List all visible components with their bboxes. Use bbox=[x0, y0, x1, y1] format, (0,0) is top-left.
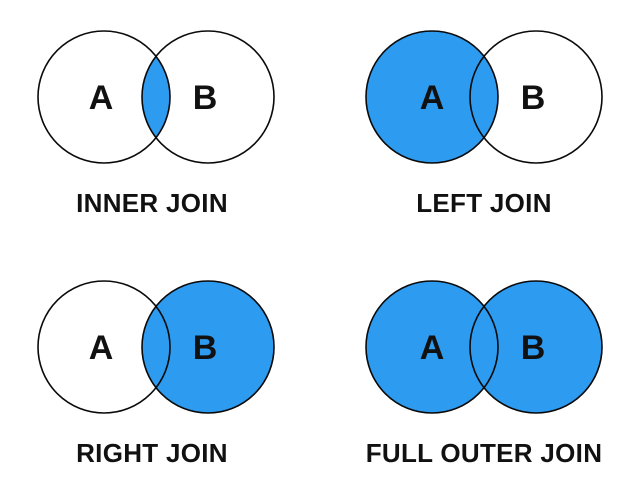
circle-b-fill bbox=[142, 31, 274, 163]
circle-a-outline bbox=[37, 30, 171, 164]
venn-left-join-svg: A B LEFT JOIN bbox=[365, 30, 603, 218]
circle-a-fill bbox=[366, 31, 498, 163]
circle-a-fill bbox=[38, 31, 170, 163]
circle-a-outline bbox=[365, 30, 499, 164]
circle-a-label: A bbox=[89, 79, 114, 117]
diagram-title-right-join: RIGHT JOIN bbox=[76, 438, 228, 468]
circle-b-label: B bbox=[193, 329, 218, 367]
circle-b-outline bbox=[141, 30, 275, 164]
venn-left-join: A B LEFT JOIN bbox=[320, 0, 640, 248]
venn-full-outer-join-svg: A B FULL OUTER JOIN bbox=[365, 280, 603, 468]
circle-b-fill bbox=[470, 281, 602, 413]
venn-right-join: A B RIGHT JOIN bbox=[0, 248, 320, 497]
circle-b-label: B bbox=[521, 79, 546, 117]
circle-a-outline bbox=[37, 280, 171, 414]
circle-b-label: B bbox=[193, 79, 218, 117]
venn-full-outer-join: A B FULL OUTER JOIN bbox=[320, 248, 640, 497]
venn-inner-join: A B INNER JOIN bbox=[0, 0, 320, 248]
circle-b-outline bbox=[141, 280, 275, 414]
circle-a-outline bbox=[365, 280, 499, 414]
diagram-title-left-join: LEFT JOIN bbox=[416, 188, 552, 218]
venn-right-join-svg: A B RIGHT JOIN bbox=[37, 280, 275, 468]
diagram-title-inner-join: INNER JOIN bbox=[76, 188, 228, 218]
circle-a-label: A bbox=[420, 329, 445, 367]
circle-b-fill bbox=[142, 281, 274, 413]
diagram-title-full-outer-join: FULL OUTER JOIN bbox=[366, 438, 603, 468]
circle-a-label: A bbox=[420, 79, 445, 117]
venn-inner-join-svg: A B INNER JOIN bbox=[37, 30, 275, 218]
circle-b-fill bbox=[470, 31, 602, 163]
circle-b-outline bbox=[469, 280, 603, 414]
circle-a-fill bbox=[38, 281, 170, 413]
circle-b-label: B bbox=[521, 329, 546, 367]
circle-b-outline bbox=[469, 30, 603, 164]
circle-a-fill bbox=[366, 281, 498, 413]
circle-a-label: A bbox=[89, 329, 114, 367]
